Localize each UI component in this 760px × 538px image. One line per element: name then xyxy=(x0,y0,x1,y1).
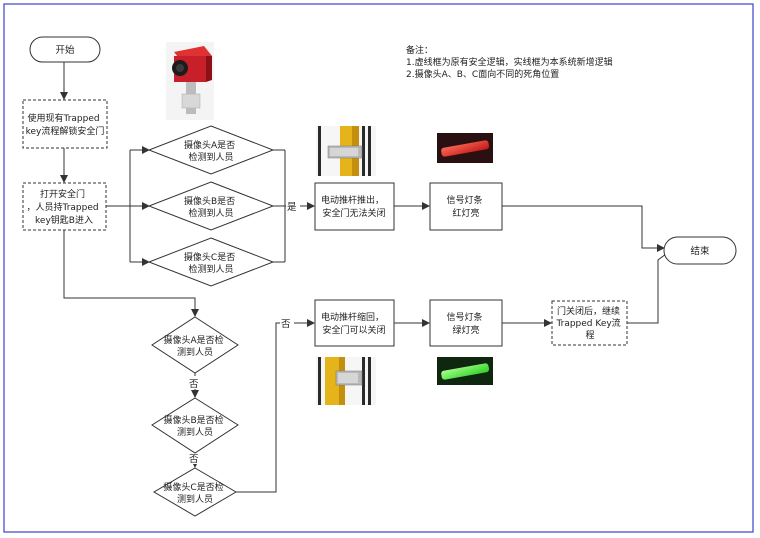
step-unlock-door: 使用现有Trapped key流程解锁安全门 xyxy=(22,99,108,149)
svg-text:摄像头A是否 检测到人员: 摄像头A是否 检测到人员 xyxy=(184,139,238,163)
step-continue-trapped-key: 门关闭后，继续 Trapped Key流 程 xyxy=(551,300,628,346)
svg-text:打开安全门 ，人员持Trapped: 打开安全门 ，人员持Trapped key钥匙B进入 xyxy=(27,188,102,226)
door-actuator-retracted-image xyxy=(316,357,376,405)
svg-text:电动推杆推出， 安全门无法关闭: 电动推杆推出， 安全门无法关闭 xyxy=(321,194,387,219)
svg-text:摄像头B是否 检测到人员: 摄像头B是否 检测到人员 xyxy=(184,195,238,219)
red-line1: 信号灯条 xyxy=(447,194,483,206)
signal-red-node: 信号灯条 红灯亮 xyxy=(429,182,503,231)
green-line1: 信号灯条 xyxy=(447,311,483,323)
no-label-retract: 否 xyxy=(281,319,291,330)
step2-line2: ，人员持Trapped xyxy=(27,201,99,213)
notes-line2: 2.摄像头A、B、C面向不同的死角位置 xyxy=(406,68,559,80)
end-node: 结束 xyxy=(663,236,737,265)
decision-camera-a: 摄像头A是否 检测到人员 xyxy=(147,125,275,175)
svg-text:信号灯条 红灯亮: 信号灯条 红灯亮 xyxy=(447,194,486,219)
camA-bot-line1: 摄像头A是否检 xyxy=(163,334,223,346)
svg-text:使用现有Trapped key流程解锁安全门: 使用现有Trapped key流程解锁安全门 xyxy=(26,112,105,137)
push-out-line1: 电动推杆推出， xyxy=(321,194,384,206)
step2-line3: key钥匙B进入 xyxy=(35,214,93,226)
camA-top-line1: 摄像头A是否 xyxy=(184,139,235,151)
actuator-retract: 电动推杆缩回， 安全门可以关闭 xyxy=(314,299,395,347)
start-node: 开始 xyxy=(29,36,101,63)
decision-camera-b: 摄像头B是否 检测到人员 xyxy=(147,181,275,231)
svg-text:摄像头C是否 检测到人员: 摄像头C是否 检测到人员 xyxy=(184,251,238,275)
yes-label: 是 xyxy=(287,202,297,213)
continue-line3: 程 xyxy=(585,330,594,341)
svg-text:摄像头B是否检 测到人员: 摄像头B是否检 测到人员 xyxy=(163,414,226,438)
step1-line1: 使用现有Trapped xyxy=(28,112,100,124)
camA-top-line2: 检测到人员 xyxy=(188,151,233,163)
green-light-bar-image xyxy=(437,357,493,385)
camB-bot-line2: 测到人员 xyxy=(177,426,213,438)
camC-top-line1: 摄像头C是否 xyxy=(184,251,235,263)
retract-line2: 安全门可以关闭 xyxy=(322,324,385,336)
push-out-line2: 安全门无法关闭 xyxy=(322,207,385,219)
no-label-b: 否 xyxy=(189,454,199,465)
start-label: 开始 xyxy=(55,44,75,56)
red-line2: 红灯亮 xyxy=(452,207,479,219)
camB-top-line1: 摄像头B是否 xyxy=(184,195,235,207)
no-label-a: 否 xyxy=(189,379,199,390)
notes-block: 备注： 1.虚线框为原有安全逻辑，实线框为本系统新增逻辑 2.摄像头A、B、C面… xyxy=(406,44,613,80)
decision-camera-a-bottom: 摄像头A是否检 测到人员 xyxy=(151,316,239,374)
green-line2: 绿灯亮 xyxy=(452,324,479,336)
svg-text:摄像头A是否检 测到人员: 摄像头A是否检 测到人员 xyxy=(163,334,226,358)
continue-line1: 门关闭后，继续 xyxy=(557,305,620,317)
decision-camera-b-bottom: 摄像头B是否检 测到人员 xyxy=(151,397,239,454)
diagram-border xyxy=(3,3,754,533)
step2-line1: 打开安全门 xyxy=(40,188,85,200)
svg-text:摄像头C是否检 测到人员: 摄像头C是否检 测到人员 xyxy=(163,481,226,505)
signal-green-node: 信号灯条 绿灯亮 xyxy=(429,299,503,347)
camC-top-line2: 检测到人员 xyxy=(188,263,233,275)
actuator-push-out: 电动推杆推出， 安全门无法关闭 xyxy=(314,182,395,231)
red-light-bar-image xyxy=(437,133,493,163)
step1-line2: key流程解锁安全门 xyxy=(26,125,105,137)
end-label: 结束 xyxy=(690,245,710,257)
notes-line1: 1.虚线框为原有安全逻辑，实线框为本系统新增逻辑 xyxy=(406,56,613,68)
continue-line2: Trapped Key流 xyxy=(555,317,620,329)
camera-image xyxy=(166,42,214,120)
decision-camera-c: 摄像头C是否 检测到人员 xyxy=(147,237,275,287)
camB-top-line2: 检测到人员 xyxy=(188,207,233,219)
camA-bot-line2: 测到人员 xyxy=(177,346,213,358)
door-actuator-extended-image xyxy=(316,126,376,176)
camB-bot-line1: 摄像头B是否检 xyxy=(163,414,223,426)
notes-title: 备注： xyxy=(406,44,433,56)
svg-text:门关闭后，继续 Trapped Key流: 门关闭后，继续 Trapped Key流 程 xyxy=(555,305,623,341)
svg-text:信号灯条 绿灯亮: 信号灯条 绿灯亮 xyxy=(447,311,486,336)
retract-line1: 电动推杆缩回， xyxy=(321,311,384,323)
decision-camera-c-bottom: 摄像头C是否检 测到人员 xyxy=(153,467,237,517)
svg-text:电动推杆缩回， 安全门可以关闭: 电动推杆缩回， 安全门可以关闭 xyxy=(321,311,387,336)
camC-bot-line2: 测到人员 xyxy=(177,493,213,505)
step-open-door: 打开安全门 ，人员持Trapped key钥匙B进入 xyxy=(22,182,107,231)
camC-bot-line1: 摄像头C是否检 xyxy=(163,481,223,493)
